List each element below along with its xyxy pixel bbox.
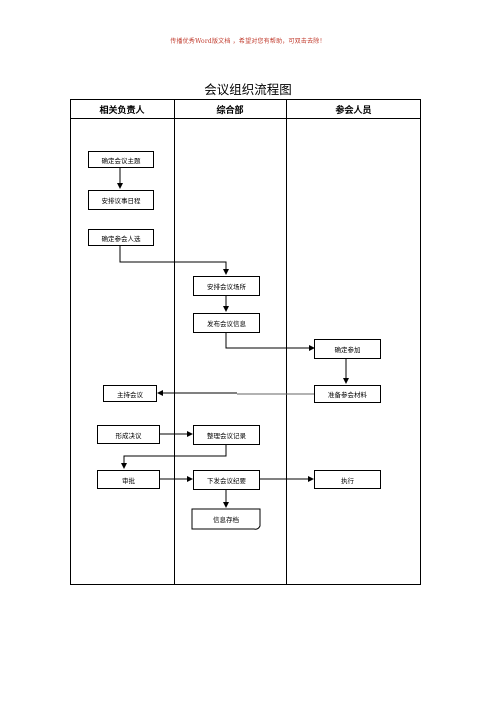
column-divider-1: [174, 99, 175, 585]
step-confirm-attendance: 确定参加: [314, 339, 381, 359]
step-execute: 执行: [314, 470, 381, 489]
column-header-general-dept: 综合部: [216, 105, 244, 116]
step-confirm-attendees: 确定参会人选: [88, 229, 154, 246]
column-divider-2: [286, 99, 287, 585]
page-title: 会议组织流程图: [204, 82, 292, 97]
step-prepare-materials: 准备参会材料: [314, 385, 381, 403]
step-archive-info: 信息存档: [213, 516, 239, 524]
step-approval: 审批: [97, 470, 160, 489]
step-form-resolution: 形成决议: [97, 425, 160, 444]
column-header-responsible: 相关负责人: [99, 105, 145, 116]
step-arrange-venue: 安排会议场所: [193, 276, 260, 296]
step-confirm-topic: 确定会议主题: [88, 151, 154, 168]
step-organize-minutes: 整理会议记录: [193, 425, 260, 445]
column-header-attendees: 参会人员: [335, 105, 372, 116]
step-host-meeting: 主持会议: [103, 385, 157, 402]
step-arrange-agenda: 安排议事日程: [88, 190, 154, 210]
step-issue-minutes: 下发会议纪要: [193, 470, 260, 490]
header-divider: [70, 118, 421, 119]
watermark-banner: 传播优秀Word版文档 ，希望对您有帮助，可双击去除！: [170, 38, 326, 45]
flowchart-table: [70, 99, 421, 585]
step-publish-notice: 发布会议信息: [193, 313, 260, 333]
